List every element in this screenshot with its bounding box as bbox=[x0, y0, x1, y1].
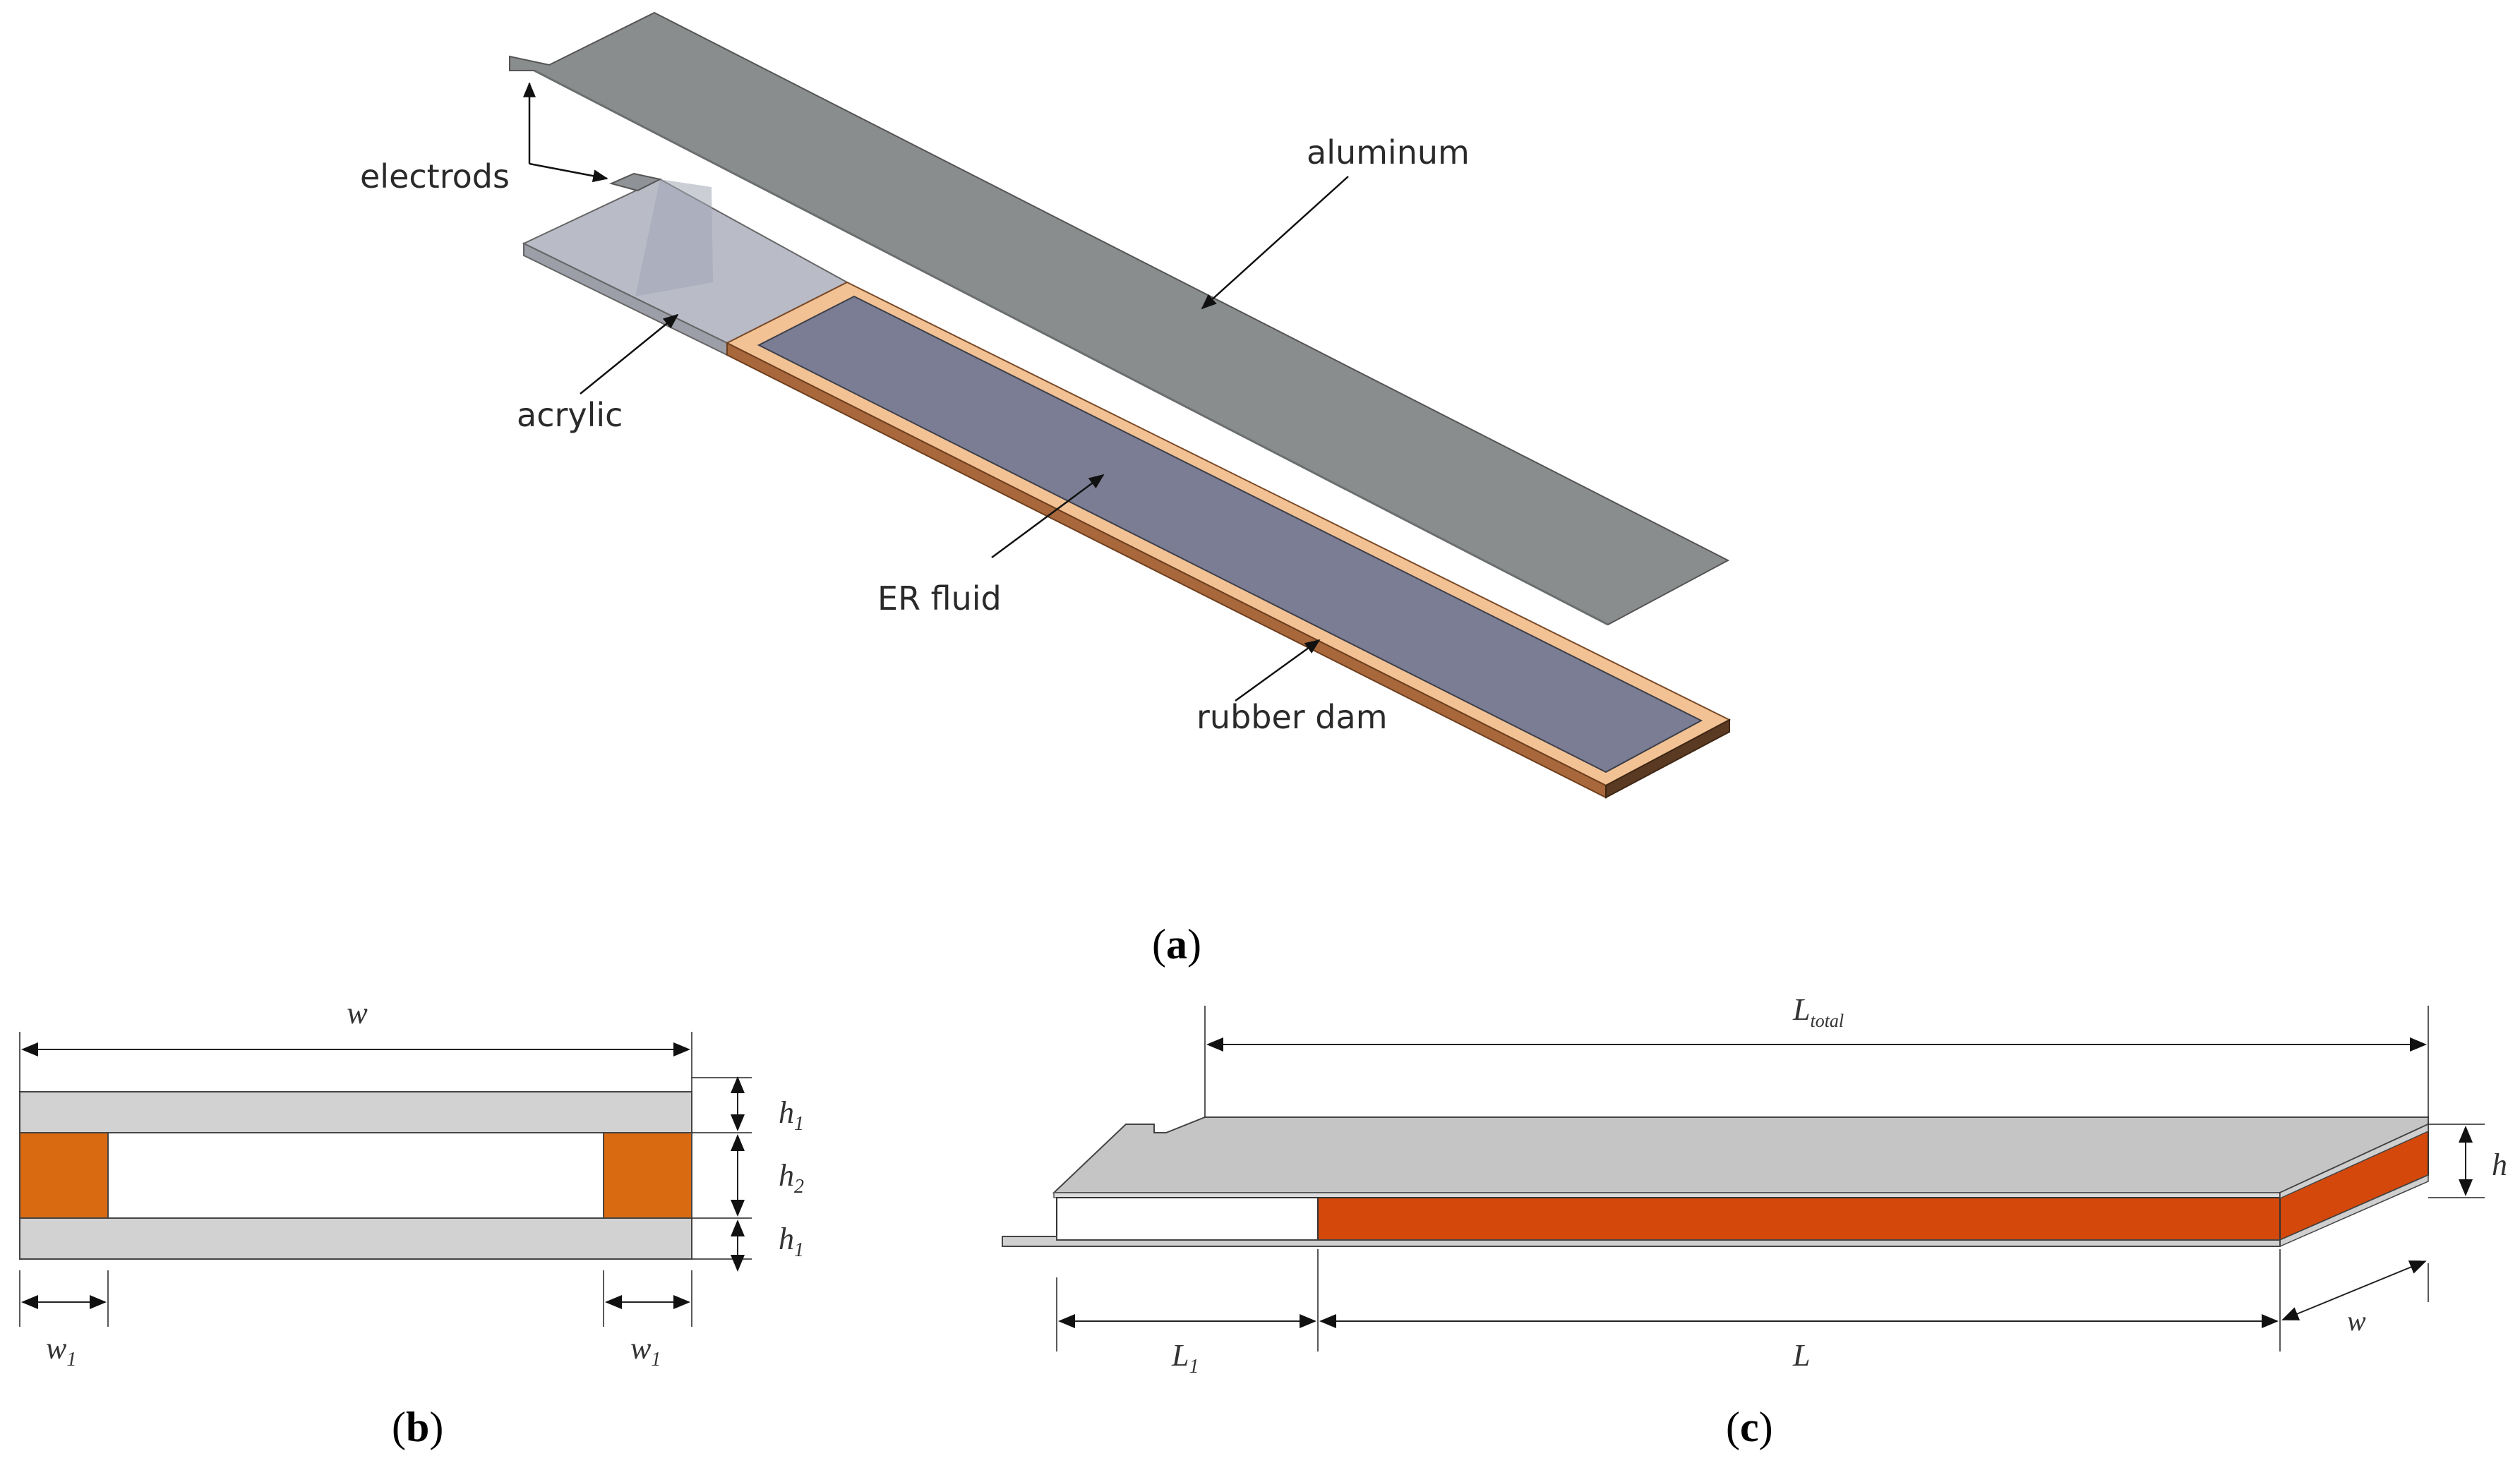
dim-label-w1-left: w1 bbox=[46, 1331, 76, 1371]
panel-c: Ltotal h L1 L w (c) bbox=[1002, 992, 2507, 1450]
dim-label-l: L bbox=[1792, 1338, 1810, 1373]
dim-w-depth-arrow bbox=[2281, 1260, 2427, 1320]
beam-side-top-plate bbox=[2279, 1123, 2429, 1200]
beam-top-surface bbox=[1052, 1116, 2429, 1193]
rubber-block-left bbox=[19, 1132, 109, 1219]
aluminum-plate bbox=[509, 11, 1730, 626]
dim-label-h1-bottom: h1 bbox=[779, 1222, 804, 1261]
label-acrylic: acrylic bbox=[517, 396, 623, 434]
beam-top-edge bbox=[1053, 1192, 2281, 1198]
beam-bottom-plate bbox=[1002, 1236, 2281, 1247]
dim-label-l1: L1 bbox=[1171, 1338, 1199, 1378]
rubber-front-strip bbox=[1317, 1197, 2281, 1241]
caption-a: (a) bbox=[1152, 921, 1201, 968]
dim-label-w: w bbox=[347, 996, 368, 1030]
leader-lines bbox=[523, 82, 1349, 702]
caption-c: (c) bbox=[1726, 1404, 1773, 1450]
dimension-arrows-b bbox=[21, 1042, 745, 1309]
panel-a: electrods aluminum acrylic ER fluid rubb… bbox=[360, 11, 1732, 968]
label-electrods: electrods bbox=[360, 157, 510, 195]
cavity bbox=[19, 1132, 692, 1219]
dim-label-h2: h2 bbox=[779, 1158, 804, 1198]
er-fluid-area bbox=[757, 295, 1703, 773]
dim-label-w1-right: w1 bbox=[630, 1331, 661, 1371]
caption-b: (b) bbox=[392, 1404, 443, 1450]
label-rubber-dam: rubber dam bbox=[1196, 698, 1388, 736]
dimension-arrows-c bbox=[1058, 1037, 2473, 1328]
top-plate bbox=[19, 1091, 692, 1133]
bottom-plate bbox=[19, 1217, 692, 1260]
dim-label-w-depth: w bbox=[2347, 1305, 2366, 1337]
label-aluminum: aluminum bbox=[1307, 133, 1470, 171]
rubber-block-right bbox=[603, 1132, 692, 1219]
panel-b: w h1 h2 h1 w1 w1 (b) bbox=[19, 996, 804, 1450]
dim-label-h: h bbox=[2492, 1148, 2507, 1182]
acrylic-section bbox=[1056, 1197, 1319, 1241]
extension-lines-c bbox=[1056, 1006, 2485, 1351]
label-er-fluid: ER fluid bbox=[877, 579, 1002, 618]
dim-label-h1-top: h1 bbox=[779, 1095, 804, 1135]
dim-label-ltotal: Ltotal bbox=[1792, 992, 1844, 1031]
